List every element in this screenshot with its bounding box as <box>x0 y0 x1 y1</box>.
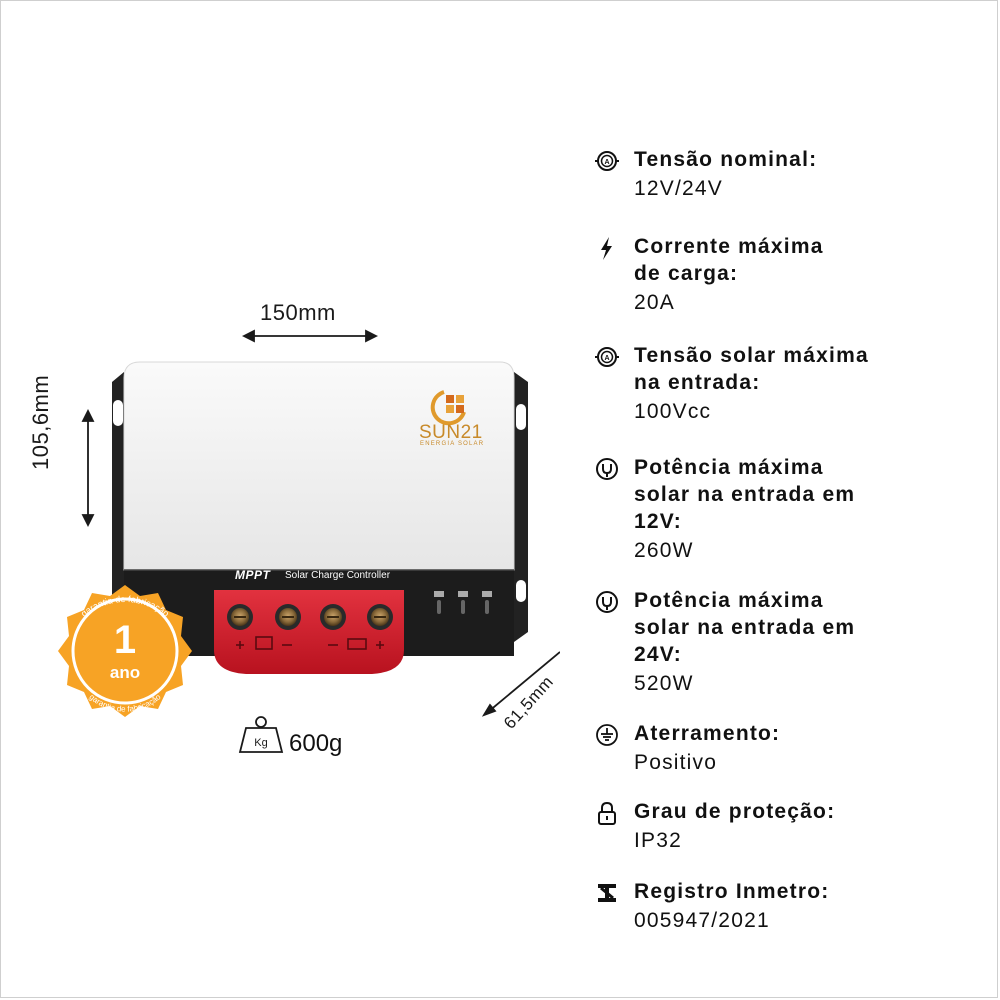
terminal-markings <box>236 636 384 650</box>
mounting-tabs <box>112 372 528 656</box>
height-arrow <box>81 408 95 528</box>
depth-arrow <box>481 651 560 717</box>
spec-max-charge-current: Corrente máxima de carga: 20A <box>594 233 984 318</box>
spec-value: 260W <box>634 539 694 562</box>
spec-title: Tensão solar máxima na entrada: <box>634 344 869 394</box>
inmetro-icon <box>598 884 616 902</box>
spec-title: Potência máxima solar na entrada em 12V: <box>634 456 856 533</box>
controller-drawing: garantia de fabricação garantia de fabri… <box>58 329 560 753</box>
spec-title: Aterramento: <box>634 722 781 745</box>
spec-protection-degree: Grau de proteção: IP32 <box>594 798 984 856</box>
controller-case <box>123 361 515 656</box>
device-model: MPPT <box>235 568 271 582</box>
terminal-screws <box>227 604 393 630</box>
voltage-gauge-icon: A <box>595 151 619 171</box>
spec-title: Registro Inmetro: <box>634 880 830 903</box>
power-plug-icon <box>596 591 618 613</box>
spec-nominal-voltage: A Tensão nominal: 12V/24V <box>594 146 984 204</box>
spec-inmetro-registry: Registro Inmetro: 005947/2021 <box>594 878 984 936</box>
spec-title: Corrente máxima de carga: <box>634 235 824 285</box>
weight-value: 600g <box>289 730 343 757</box>
svg-text:A: A <box>604 355 609 362</box>
spec-value: 100Vcc <box>634 400 712 423</box>
voltage-gauge-icon: A <box>595 347 619 367</box>
warranty-number: 1 <box>113 618 137 662</box>
spec-title: Tensão nominal: <box>634 148 818 171</box>
spec-max-power-12v: Potência máxima solar na entrada em 12V:… <box>594 454 984 566</box>
spec-max-solar-voltage: A Tensão solar máxima na entrada: 100Vcc <box>594 342 984 427</box>
spec-title: Potência máxima solar na entrada em 24V: <box>634 589 856 666</box>
ground-icon <box>596 724 618 746</box>
width-dimension: 150mm <box>260 300 336 325</box>
power-plug-icon <box>596 458 618 480</box>
padlock-icon <box>598 801 616 825</box>
spec-value: 20A <box>634 291 675 314</box>
spec-max-power-24v: Potência máxima solar na entrada em 24V:… <box>594 587 984 699</box>
lightning-bolt-icon <box>601 237 612 260</box>
product-illustration: garantia de fabricação garantia de fabri… <box>0 0 560 800</box>
brand-tagline: ENERGIA SOLAR <box>420 441 485 447</box>
brand-name: SUN21 <box>419 422 483 443</box>
spec-grounding: Aterramento: Positivo <box>594 720 984 778</box>
spec-value: Positivo <box>634 751 718 774</box>
width-arrow <box>241 329 379 343</box>
indicator-leds <box>434 591 492 614</box>
svg-text:Kg: Kg <box>254 737 267 749</box>
sun21-logo-icon <box>430 390 466 426</box>
terminal-block <box>214 590 404 674</box>
svg-text:A: A <box>604 159 609 166</box>
device-description: Solar Charge Controller <box>285 570 391 581</box>
spec-value: 520W <box>634 672 694 695</box>
height-dimension: 105,6mm <box>28 374 53 470</box>
spec-value: 005947/2021 <box>634 909 770 932</box>
spec-value: 12V/24V <box>634 177 723 200</box>
warranty-badge: garantia de fabricação garantia de fabri… <box>58 585 192 717</box>
spec-title: Grau de proteção: <box>634 800 836 823</box>
spec-value: IP32 <box>634 829 682 852</box>
weight-icon: Kg <box>238 716 284 753</box>
warranty-word: ano <box>109 663 141 682</box>
